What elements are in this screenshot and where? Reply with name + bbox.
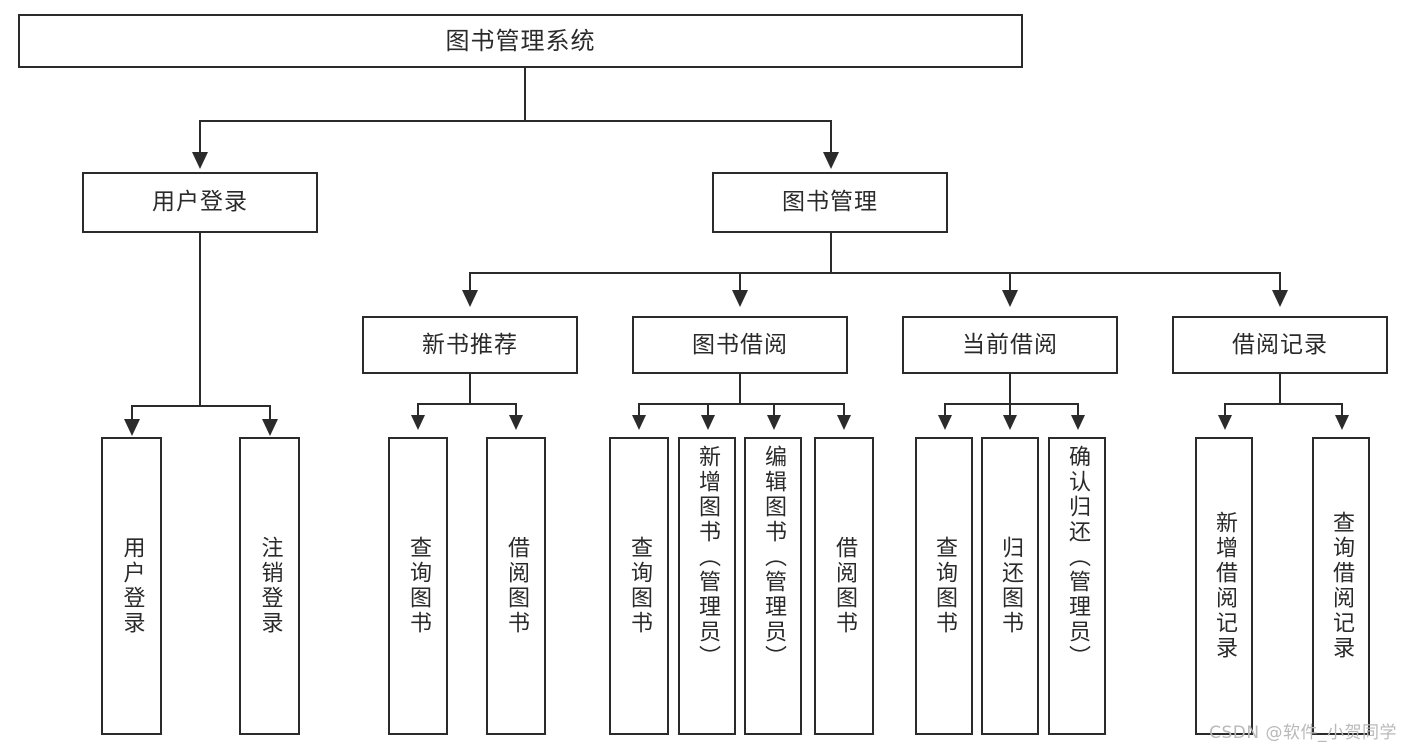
leaf-new-book-borrow[interactable]: 借阅图书 <box>486 437 546 735</box>
arrowhead-borrow-leaf1 <box>632 415 646 430</box>
leaf-borrow-borrow-book[interactable]: 借阅图书 <box>814 437 874 735</box>
leaf-current-query[interactable]: 查询图书 <box>915 437 973 735</box>
connector-current-to-leaf1 <box>944 403 946 417</box>
arrowhead-newbook-leaf1 <box>411 415 425 430</box>
arrowhead-borrow-leaf4 <box>837 415 851 430</box>
leaf-current-return[interactable]: 归还图书 <box>981 437 1039 735</box>
arrowhead-record-leaf2 <box>1335 415 1349 430</box>
connector-newbook-to-leaf1 <box>417 403 419 417</box>
connector-manage-stem <box>830 233 832 273</box>
node-borrow-record[interactable]: 借阅记录 <box>1172 316 1388 374</box>
connector-newbook-to-leaf2 <box>515 403 517 417</box>
arrowhead-root-to-login <box>192 152 208 169</box>
node-new-book-recommend[interactable]: 新书推荐 <box>362 316 578 374</box>
leaf-current-confirm-return-admin[interactable]: 确认归还（管理员） <box>1048 437 1106 735</box>
connector-manage-to-c4 <box>1279 272 1281 292</box>
arrowhead-current-leaf2 <box>1003 415 1017 430</box>
node-label: 编辑图书（管理员） <box>760 445 786 670</box>
node-label: 确认归还（管理员） <box>1064 445 1090 670</box>
connector-root-to-manage <box>830 120 832 154</box>
leaf-record-add[interactable]: 新增借阅记录 <box>1195 437 1253 735</box>
node-label: 借阅图书 <box>503 536 529 636</box>
connector-borrow-to-leaf2 <box>707 403 709 417</box>
leaf-borrow-query[interactable]: 查询图书 <box>609 437 669 735</box>
leaf-user-login-login[interactable]: 用户登录 <box>101 437 162 735</box>
arrowhead-login-leaf2 <box>262 419 278 436</box>
connector-record-to-leaf1 <box>1224 403 1226 417</box>
arrowhead-record-leaf1 <box>1218 415 1232 430</box>
arrowhead-login-leaf1 <box>124 419 140 436</box>
connector-borrow-stem <box>739 374 741 405</box>
arrowhead-current-leaf3 <box>1071 415 1085 430</box>
node-label: 借阅记录 <box>1232 331 1328 358</box>
connector-login-stem <box>199 233 201 407</box>
connector-root-to-login <box>199 120 201 154</box>
connector-borrow-to-leaf4 <box>843 403 845 417</box>
node-current-borrow[interactable]: 当前借阅 <box>902 316 1118 374</box>
node-label: 归还图书 <box>997 536 1023 636</box>
leaf-borrow-add-book-admin[interactable]: 新增图书（管理员） <box>678 437 736 735</box>
node-book-borrow[interactable]: 图书借阅 <box>632 316 848 374</box>
leaf-new-book-query[interactable]: 查询图书 <box>388 437 448 735</box>
arrowhead-borrow-leaf2 <box>701 415 715 430</box>
connector-borrow-to-leaf1 <box>638 403 640 417</box>
connector-record-to-leaf2 <box>1341 403 1343 417</box>
node-label: 查询图书 <box>931 536 957 636</box>
arrowhead-root-to-manage <box>823 152 839 169</box>
node-root-system[interactable]: 图书管理系统 <box>18 14 1023 68</box>
node-book-management[interactable]: 图书管理 <box>712 172 948 233</box>
node-user-login[interactable]: 用户登录 <box>82 172 318 233</box>
connector-login-to-leaf1 <box>131 405 133 421</box>
node-label: 用户登录 <box>119 536 145 636</box>
node-label: 新增借阅记录 <box>1211 511 1237 661</box>
leaf-borrow-edit-book-admin[interactable]: 编辑图书（管理员） <box>744 437 802 735</box>
node-label: 查询借阅记录 <box>1328 511 1354 661</box>
connector-current-to-leaf2 <box>1009 403 1011 417</box>
connector-root-stem <box>524 68 526 121</box>
node-label: 借阅图书 <box>831 536 857 636</box>
arrowhead-current-leaf1 <box>938 415 952 430</box>
connector-login-to-leaf2 <box>269 405 271 421</box>
arrowhead-manage-c1 <box>462 290 478 307</box>
node-label: 图书管理系统 <box>445 27 596 55</box>
node-label: 用户登录 <box>152 189 248 216</box>
connector-login-bus <box>131 405 269 407</box>
connector-borrow-bus <box>638 403 843 405</box>
connector-root-bus <box>199 120 832 122</box>
node-label: 新增图书（管理员） <box>694 445 720 670</box>
node-label: 图书管理 <box>782 189 878 216</box>
node-label: 查询图书 <box>405 536 431 636</box>
arrowhead-borrow-leaf3 <box>767 415 781 430</box>
connector-manage-to-c2 <box>739 272 741 292</box>
connector-manage-to-c3 <box>1009 272 1011 292</box>
arrowhead-newbook-leaf2 <box>509 415 523 430</box>
node-label: 图书借阅 <box>692 331 788 358</box>
connector-newbook-bus <box>417 403 515 405</box>
leaf-user-login-logout[interactable]: 注销登录 <box>239 437 300 735</box>
csdn-watermark: CSDN @软件_小贺同学 <box>1209 723 1397 743</box>
connector-record-stem <box>1279 374 1281 405</box>
connector-manage-to-c1 <box>469 272 471 292</box>
connector-borrow-to-leaf3 <box>773 403 775 417</box>
connector-record-bus <box>1224 403 1341 405</box>
arrowhead-manage-c4 <box>1272 290 1288 307</box>
arrowhead-manage-c2 <box>732 290 748 307</box>
connector-newbook-stem <box>469 374 471 405</box>
connector-current-to-leaf3 <box>1077 403 1079 417</box>
node-label: 新书推荐 <box>422 331 518 358</box>
node-label: 查询图书 <box>626 536 652 636</box>
node-label: 当前借阅 <box>962 331 1058 358</box>
node-label: 注销登录 <box>257 536 283 636</box>
connector-manage-bus <box>469 272 1281 274</box>
connector-current-stem <box>1009 374 1011 405</box>
arrowhead-manage-c3 <box>1002 290 1018 307</box>
leaf-record-query[interactable]: 查询借阅记录 <box>1312 437 1370 735</box>
